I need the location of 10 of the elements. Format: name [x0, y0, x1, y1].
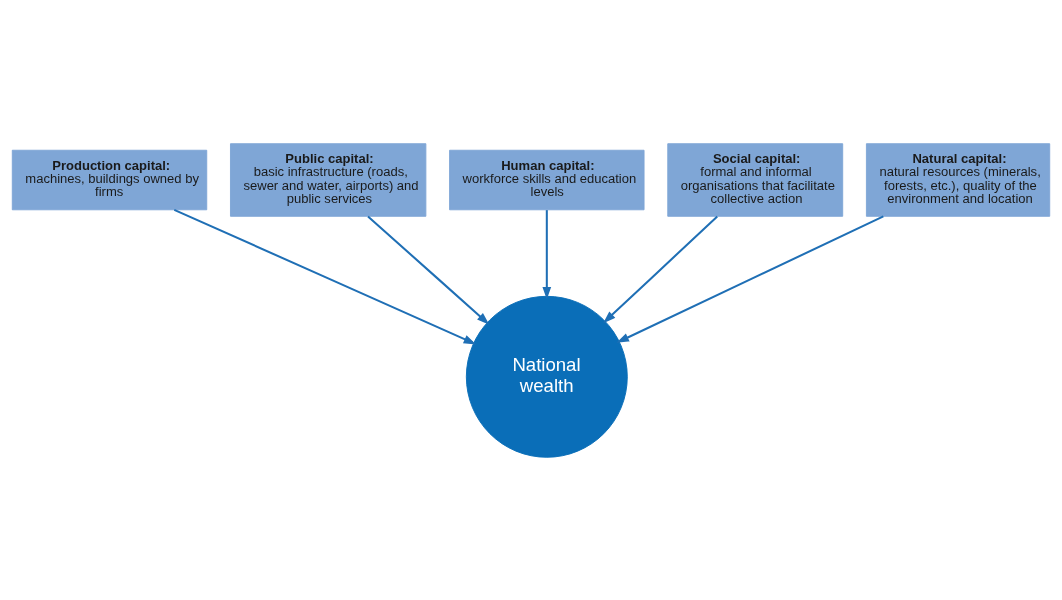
node-box: Human capital: workforce skills and education levels [449, 149, 645, 210]
arrow [367, 215, 490, 325]
node-box: Production capital: machines, buildings owned by firms [11, 149, 208, 210]
node-box: Natural capital: natural resources (minerals, forests, etc.), quality of the environment and location [865, 142, 1051, 217]
node-box: Social capital: formal and informal organisations that facilitate collective action [667, 142, 844, 217]
arrow [603, 215, 718, 323]
arrow [616, 214, 884, 343]
node-box: Public capital: basic infrastructure (roads, sewer and water, airports) and public services [230, 142, 427, 217]
arrow [542, 209, 552, 299]
arrow [173, 208, 477, 344]
